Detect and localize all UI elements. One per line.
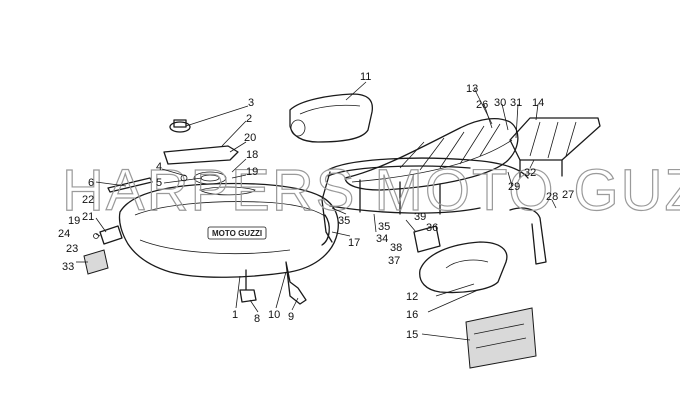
callout-36: 36 bbox=[426, 222, 438, 234]
callout-18: 18 bbox=[246, 149, 258, 161]
callout-29: 29 bbox=[508, 181, 520, 193]
callout-21: 21 bbox=[82, 211, 94, 223]
side-cover-lower bbox=[419, 241, 508, 294]
callout-27: 27 bbox=[562, 189, 574, 201]
frame bbox=[321, 157, 529, 243]
callout-12: 12 bbox=[406, 291, 418, 303]
callout-22: 22 bbox=[82, 194, 94, 206]
luggage-rack bbox=[509, 117, 601, 179]
fuel-taps bbox=[239, 261, 307, 305]
callout-5: 5 bbox=[156, 177, 162, 189]
callout-35-left: 35 bbox=[338, 215, 350, 227]
callout-26: 26 bbox=[476, 99, 488, 111]
leader-lines bbox=[76, 81, 557, 341]
callout-6: 6 bbox=[88, 177, 94, 189]
front-bracket bbox=[83, 225, 123, 275]
callout-labels: 3 2 20 18 19 4 5 6 22 21 19 24 23 33 1 8… bbox=[58, 71, 574, 341]
callout-28: 28 bbox=[546, 191, 558, 203]
tool-kit bbox=[465, 307, 537, 369]
callout-38: 38 bbox=[390, 242, 402, 254]
callout-17: 17 bbox=[348, 237, 360, 249]
callout-2: 2 bbox=[246, 113, 252, 125]
callout-11: 11 bbox=[360, 71, 371, 83]
callout-3: 3 bbox=[248, 97, 254, 109]
side-cover-upper bbox=[289, 93, 374, 143]
callout-35-right: 35 bbox=[378, 221, 390, 233]
callout-24: 24 bbox=[58, 228, 70, 240]
callout-39: 39 bbox=[414, 211, 426, 223]
tank-badge bbox=[207, 226, 267, 240]
callout-9: 9 bbox=[288, 311, 294, 323]
hose bbox=[509, 207, 547, 265]
callout-30: 30 bbox=[494, 97, 506, 109]
callout-15: 15 bbox=[406, 329, 418, 341]
tank-lettering: MOTO GUZZI bbox=[212, 229, 262, 238]
callout-34: 34 bbox=[376, 233, 388, 245]
callout-32: 32 bbox=[524, 167, 536, 179]
callout-14: 14 bbox=[532, 97, 544, 109]
callout-1: 1 bbox=[232, 309, 238, 321]
callout-33: 33 bbox=[62, 261, 74, 273]
callout-23: 23 bbox=[66, 243, 78, 255]
callout-19-lower: 19 bbox=[68, 215, 80, 227]
callout-20: 20 bbox=[244, 132, 256, 144]
watermark: HARPERS MOTO GUZZI© bbox=[62, 158, 680, 223]
callout-4: 4 bbox=[156, 161, 162, 173]
callout-37: 37 bbox=[388, 255, 400, 267]
callout-10: 10 bbox=[268, 309, 280, 321]
callout-8: 8 bbox=[254, 313, 260, 325]
seat bbox=[344, 117, 519, 191]
callout-13: 13 bbox=[466, 83, 478, 95]
tank-strip bbox=[107, 177, 153, 193]
callout-16: 16 bbox=[406, 309, 418, 321]
battery-box bbox=[413, 225, 441, 253]
callout-31: 31 bbox=[510, 97, 522, 109]
callout-19-upper: 19 bbox=[246, 166, 258, 178]
